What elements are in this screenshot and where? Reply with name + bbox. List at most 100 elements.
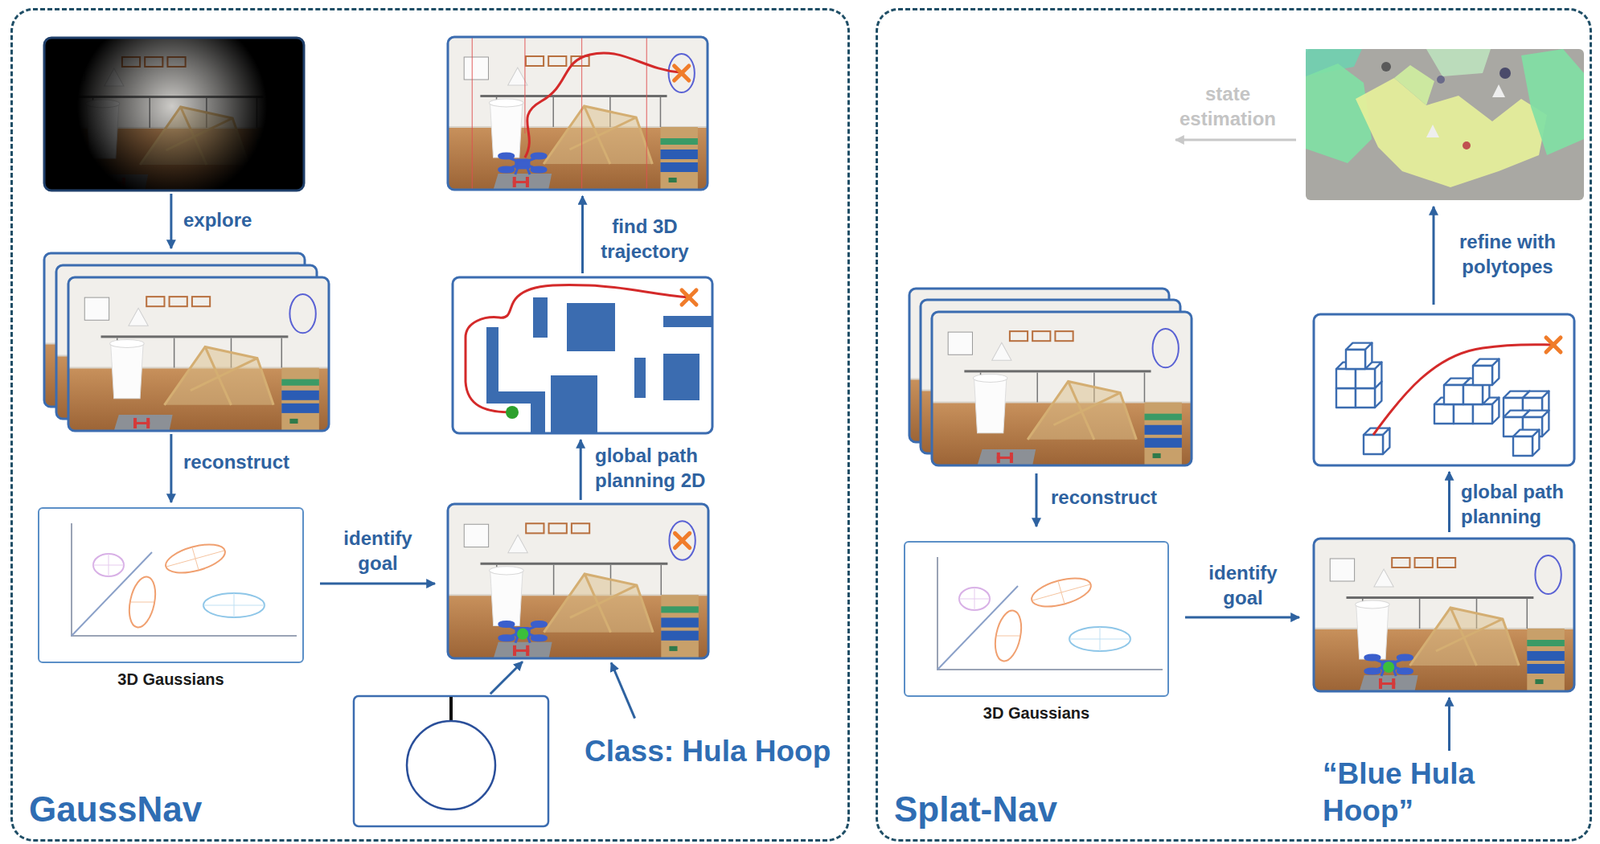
polytope-image xyxy=(1462,141,1471,150)
trajectory-image xyxy=(674,65,690,81)
box-caption: 3D Gaussians xyxy=(39,669,303,690)
trajectory-image xyxy=(581,36,583,190)
image-stack xyxy=(909,288,1192,466)
dark-view xyxy=(44,37,304,191)
text-query: “Blue Hula Hoop” xyxy=(1322,755,1492,831)
image-stack-right xyxy=(931,311,1192,466)
voxel-path xyxy=(1313,314,1575,466)
polytope-image xyxy=(1499,67,1511,79)
flow-arrow xyxy=(1448,697,1451,751)
trajectory-image xyxy=(471,36,647,190)
goal-image-right xyxy=(1313,538,1575,692)
gaussian-plot-right xyxy=(903,541,1170,698)
map-2d xyxy=(452,277,713,434)
goal-image-left xyxy=(516,628,529,640)
step-label: identify goal xyxy=(329,525,427,576)
map-2d xyxy=(550,375,598,434)
goal-image-left xyxy=(447,504,709,659)
polytope-image xyxy=(1355,77,1547,188)
hoop-template xyxy=(406,721,496,810)
trajectory-image xyxy=(447,36,708,190)
goal-image-left xyxy=(674,533,690,548)
step-label: reconstruct xyxy=(1050,484,1157,510)
gaussian-plot-right xyxy=(903,541,1170,698)
voxel-path xyxy=(1513,430,1539,456)
dark-view xyxy=(44,37,304,191)
state-estimation-arrow xyxy=(1175,139,1297,142)
box-caption: 3D Gaussians xyxy=(905,703,1168,723)
voxel-path xyxy=(1546,337,1561,353)
polytope-image xyxy=(1492,84,1506,98)
class-query: Class: Hula Hoop xyxy=(584,733,831,771)
map-2d xyxy=(634,357,646,398)
goal-image-right xyxy=(1313,538,1575,692)
map-2d xyxy=(465,284,713,434)
goal-image-right xyxy=(1313,538,1575,692)
dark-view xyxy=(44,37,304,191)
polytope-image xyxy=(1426,49,1491,77)
goal-image-right xyxy=(1365,655,1413,677)
voxel-path xyxy=(1345,343,1372,370)
image-stack-left xyxy=(44,253,329,431)
step-label: reconstruct xyxy=(183,449,290,475)
gaussian-plot-left xyxy=(37,507,304,664)
polytope-image xyxy=(1305,49,1584,201)
greyed-step-label: state estimation xyxy=(1171,81,1285,132)
gaussian-box: 3D Gaussians xyxy=(37,507,304,664)
map-2d-box xyxy=(452,277,713,434)
step-label: identify goal xyxy=(1194,560,1292,611)
voxel-path xyxy=(1336,337,1561,456)
polytope-image xyxy=(1305,49,1584,201)
query-text: “Blue Hula Hoop” xyxy=(1322,755,1492,831)
flow-arrow xyxy=(1035,473,1038,527)
image-stack-right xyxy=(931,311,1192,466)
polytope-image xyxy=(1381,61,1391,72)
flow-arrow xyxy=(169,193,173,249)
goal-image-right xyxy=(1382,661,1395,673)
panel-title: Splat-Nav xyxy=(894,788,1058,832)
image-stack-right xyxy=(931,311,1192,466)
dark-view-image xyxy=(44,37,304,191)
trajectory-image xyxy=(447,36,708,190)
trajectory-image xyxy=(447,36,708,190)
map-2d xyxy=(566,303,616,352)
map-2d xyxy=(452,277,713,434)
trajectory-image xyxy=(447,36,708,190)
voxel-path xyxy=(1373,344,1554,435)
hoop-template-box xyxy=(353,696,549,827)
dark-view xyxy=(44,37,304,191)
polytope-image xyxy=(1305,49,1584,201)
flow-arrow xyxy=(1432,206,1436,305)
step-label: find 3D trajectory xyxy=(592,213,698,264)
hoop-template xyxy=(353,696,549,827)
gaussian-plot-left xyxy=(71,523,297,636)
hoop-template xyxy=(353,696,549,827)
polytope-image xyxy=(1521,49,1584,156)
flow-arrow xyxy=(320,582,435,586)
image-stack xyxy=(44,253,329,431)
state-estimation-arrow xyxy=(1175,139,1297,141)
flow-arrow xyxy=(1185,616,1300,620)
goal-image-left xyxy=(499,622,547,644)
map-2d xyxy=(530,391,546,434)
voxel-path-box xyxy=(1313,314,1575,466)
flow-arrow xyxy=(169,434,173,503)
trajectory-image xyxy=(525,53,681,158)
step-label: global path planning 2D xyxy=(594,443,716,493)
flow-arrow xyxy=(579,439,583,501)
hoop-template xyxy=(449,697,453,722)
polytope-image xyxy=(1305,63,1372,164)
goal-image xyxy=(447,504,709,659)
goal-image-right xyxy=(1313,538,1575,692)
map-2d xyxy=(663,315,713,328)
gaussian-plot-left xyxy=(37,507,304,664)
polytope-image xyxy=(1426,124,1440,138)
image-stack-left xyxy=(68,277,329,431)
map-2d xyxy=(505,406,519,419)
polytope-image xyxy=(1394,65,1435,106)
map-2d xyxy=(663,353,700,401)
voxel-path xyxy=(1472,359,1499,386)
panel-title: GaussNav xyxy=(28,788,202,832)
flow-arrow xyxy=(581,196,584,274)
